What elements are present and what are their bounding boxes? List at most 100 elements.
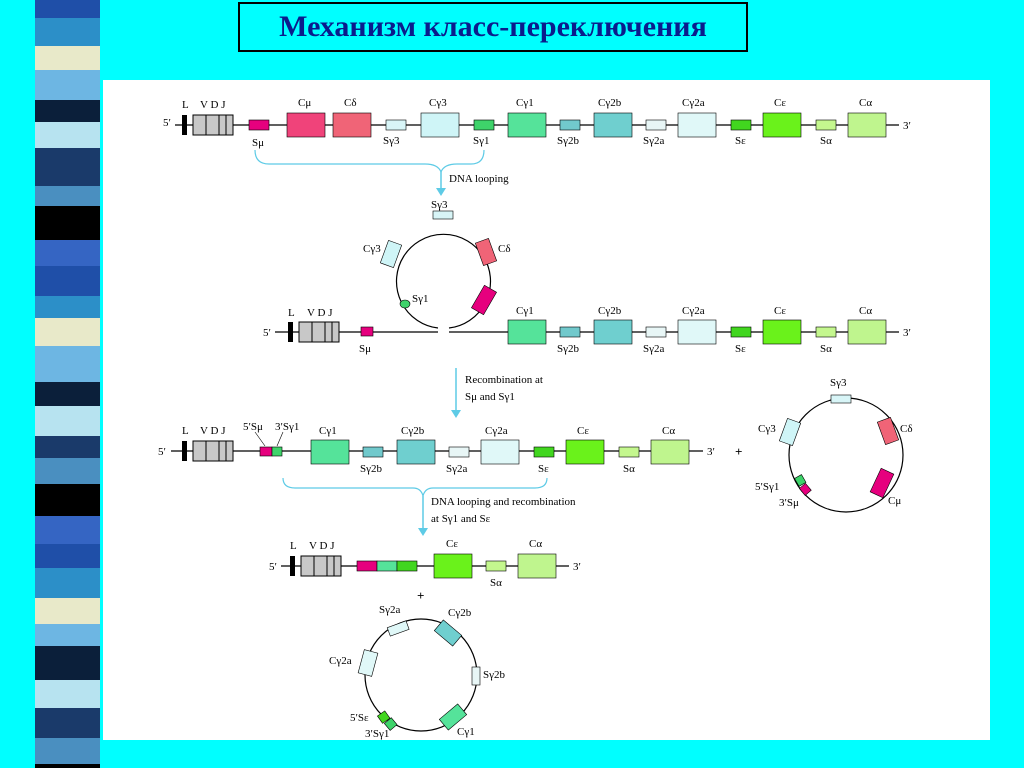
loop1-s-gamma3: [432, 210, 454, 220]
loop1-s-gamma3-label: Sγ3: [431, 199, 448, 211]
row4-s-epsilon-part: [396, 560, 418, 572]
c-alpha-label-row1: Cα: [859, 97, 872, 109]
vdj-segment-row1: [192, 114, 234, 136]
circle2-c-gamma2a-label: Cγ2a: [329, 655, 352, 667]
c-delta-row1: [332, 112, 372, 138]
slide-title: Механизм класс-переключения: [279, 10, 707, 43]
stripe: [35, 346, 100, 382]
stripe: [35, 738, 100, 764]
c-gamma3-label-row1: Cγ3: [429, 97, 447, 109]
loop1-c-gamma3-label: Cγ3: [363, 243, 381, 255]
vdj-segment-row3: [192, 440, 234, 462]
five-prime-label-row2: 5′: [263, 327, 271, 339]
five-prime-label-row1: 5′: [163, 117, 171, 129]
diagram-panel: 5′ L V D J Sμ Cμ Cδ Sγ3 Cγ3 Sγ1 Cγ1 Sγ2b…: [103, 80, 990, 740]
s-mu-row1: [248, 119, 270, 131]
loop1-c-gamma3: [379, 239, 403, 269]
vdj-segment-row4: [300, 555, 342, 577]
circle2-three-s-gamma1-label: 3′Sγ1: [365, 728, 389, 740]
class-switch-diagram: 5′ L V D J Sμ Cμ Cδ Sγ3 Cγ3 Sγ1 Cγ1 Sγ2b…: [158, 97, 913, 740]
c-gamma1-label-row3: Cγ1: [319, 425, 337, 437]
c-gamma2a-label-row3: Cγ2a: [485, 425, 508, 437]
stripe: [35, 46, 100, 70]
s-gamma2a-label-row1: Sγ2a: [643, 135, 664, 147]
excised-circle-1: Sγ3 Cγ3 Cδ Cμ 5′Sγ1 3′Sμ: [755, 377, 913, 513]
stripe: [35, 458, 100, 484]
circle1-five-s-gamma1-label: 5′Sγ1: [755, 481, 779, 493]
c-gamma2a-row3: [480, 439, 520, 465]
s-gamma2b-row3: [362, 446, 384, 458]
s-gamma2a-row3: [448, 446, 470, 458]
s-alpha-row4: [485, 560, 507, 572]
s-gamma1-label-row1: Sγ1: [473, 135, 489, 147]
vdj-label-row4: V D J: [309, 540, 335, 552]
s-gamma2b-label-row3: Sγ2b: [360, 463, 382, 475]
s-alpha-row2: [815, 326, 837, 338]
stripe: [35, 318, 100, 346]
loop1-s-gamma1: [399, 299, 411, 309]
loop1-s-gamma1-label: Sγ1: [412, 293, 428, 305]
circle2-c-gamma1: [438, 703, 468, 731]
circle1-c-mu: [869, 467, 895, 499]
loop-1-circle: [395, 233, 492, 329]
stripe: [35, 406, 100, 436]
stripe: [35, 544, 100, 568]
c-gamma2a-label-row2: Cγ2a: [682, 305, 705, 317]
final-ige-locus-row: 5′ L V D J Cε Sα Cα 3′: [269, 538, 581, 589]
s-epsilon-row2: [730, 326, 752, 338]
step1-label: DNA looping: [449, 173, 509, 185]
arrow-3-head: [418, 528, 428, 536]
five-prime-label-row4: 5′: [269, 561, 277, 573]
after-looping-row: 5′ L V D J Sμ Cγ1 Sγ2b Cγ2b Sγ2a Cγ2a Sε…: [263, 305, 911, 355]
three-prime-label-row3: 3′: [707, 446, 715, 458]
loop1-c-delta-label: Cδ: [498, 243, 511, 255]
five-s-mu-label-row3: 5′Sμ: [243, 421, 263, 433]
s-gamma2a-label-row2: Sγ2a: [643, 343, 664, 355]
slide-title-box: Механизм класс-переключения: [238, 2, 748, 52]
L-label-row1: L: [182, 99, 189, 111]
plus-sign-2: +: [417, 588, 424, 603]
c-gamma1-row1: [507, 112, 547, 138]
L-label-row4: L: [290, 540, 297, 552]
c-alpha-row4: [517, 553, 557, 579]
circle1-s-gamma3: [830, 394, 852, 404]
circle2-s-gamma2b: [471, 666, 481, 686]
s-gamma2b-label-row2: Sγ2b: [557, 343, 579, 355]
c-gamma2b-row2: [593, 319, 633, 345]
three-prime-label-row2: 3′: [903, 327, 911, 339]
three-prime-label-row1: 3′: [903, 120, 911, 132]
s-gamma2b-label-row1: Sγ2b: [557, 135, 579, 147]
s-alpha-label-row4: Sα: [490, 577, 502, 589]
arrow-1-head: [436, 188, 446, 196]
stripe: [35, 70, 100, 100]
stripe: [35, 18, 100, 46]
step2-label-line2: Sμ and Sγ1: [465, 391, 515, 403]
c-epsilon-label-row3: Cε: [577, 425, 589, 437]
vdj-label-row3: V D J: [200, 425, 226, 437]
stripe: [35, 598, 100, 624]
circle2-s-gamma2a-label: Sγ2a: [379, 604, 400, 616]
circle2-five-s-epsilon-label: 5′Sε: [350, 712, 369, 724]
three-prime-label-row4: 3′: [573, 561, 581, 573]
hybrid-s-mu-part: [259, 446, 273, 457]
s-epsilon-label-row2: Sε: [735, 343, 746, 355]
dna-loop-1: Sγ3 Cγ3 Cδ Sγ1: [363, 199, 511, 329]
c-gamma1-label-row2: Cγ1: [516, 305, 534, 317]
s-epsilon-row3: [533, 446, 555, 458]
step2-label-line1: Recombination at: [465, 374, 543, 386]
c-alpha-row2: [847, 319, 887, 345]
c-gamma2b-row3: [396, 439, 436, 465]
stripe: [35, 568, 100, 598]
hybrid-s-gamma1-part: [271, 446, 283, 457]
row4-s-mu-part: [356, 560, 378, 572]
stripe: [35, 708, 100, 738]
leader-block-row3: [182, 441, 187, 461]
c-alpha-label-row3: Cα: [662, 425, 675, 437]
stripe: [35, 206, 100, 240]
stripe: [35, 646, 100, 680]
c-gamma1-row3: [310, 439, 350, 465]
L-label-row3: L: [182, 425, 189, 437]
c-gamma1-label-row1: Cγ1: [516, 97, 534, 109]
circle1-c-gamma3-label: Cγ3: [758, 423, 776, 435]
s-mu-label-row1: Sμ: [252, 137, 264, 149]
